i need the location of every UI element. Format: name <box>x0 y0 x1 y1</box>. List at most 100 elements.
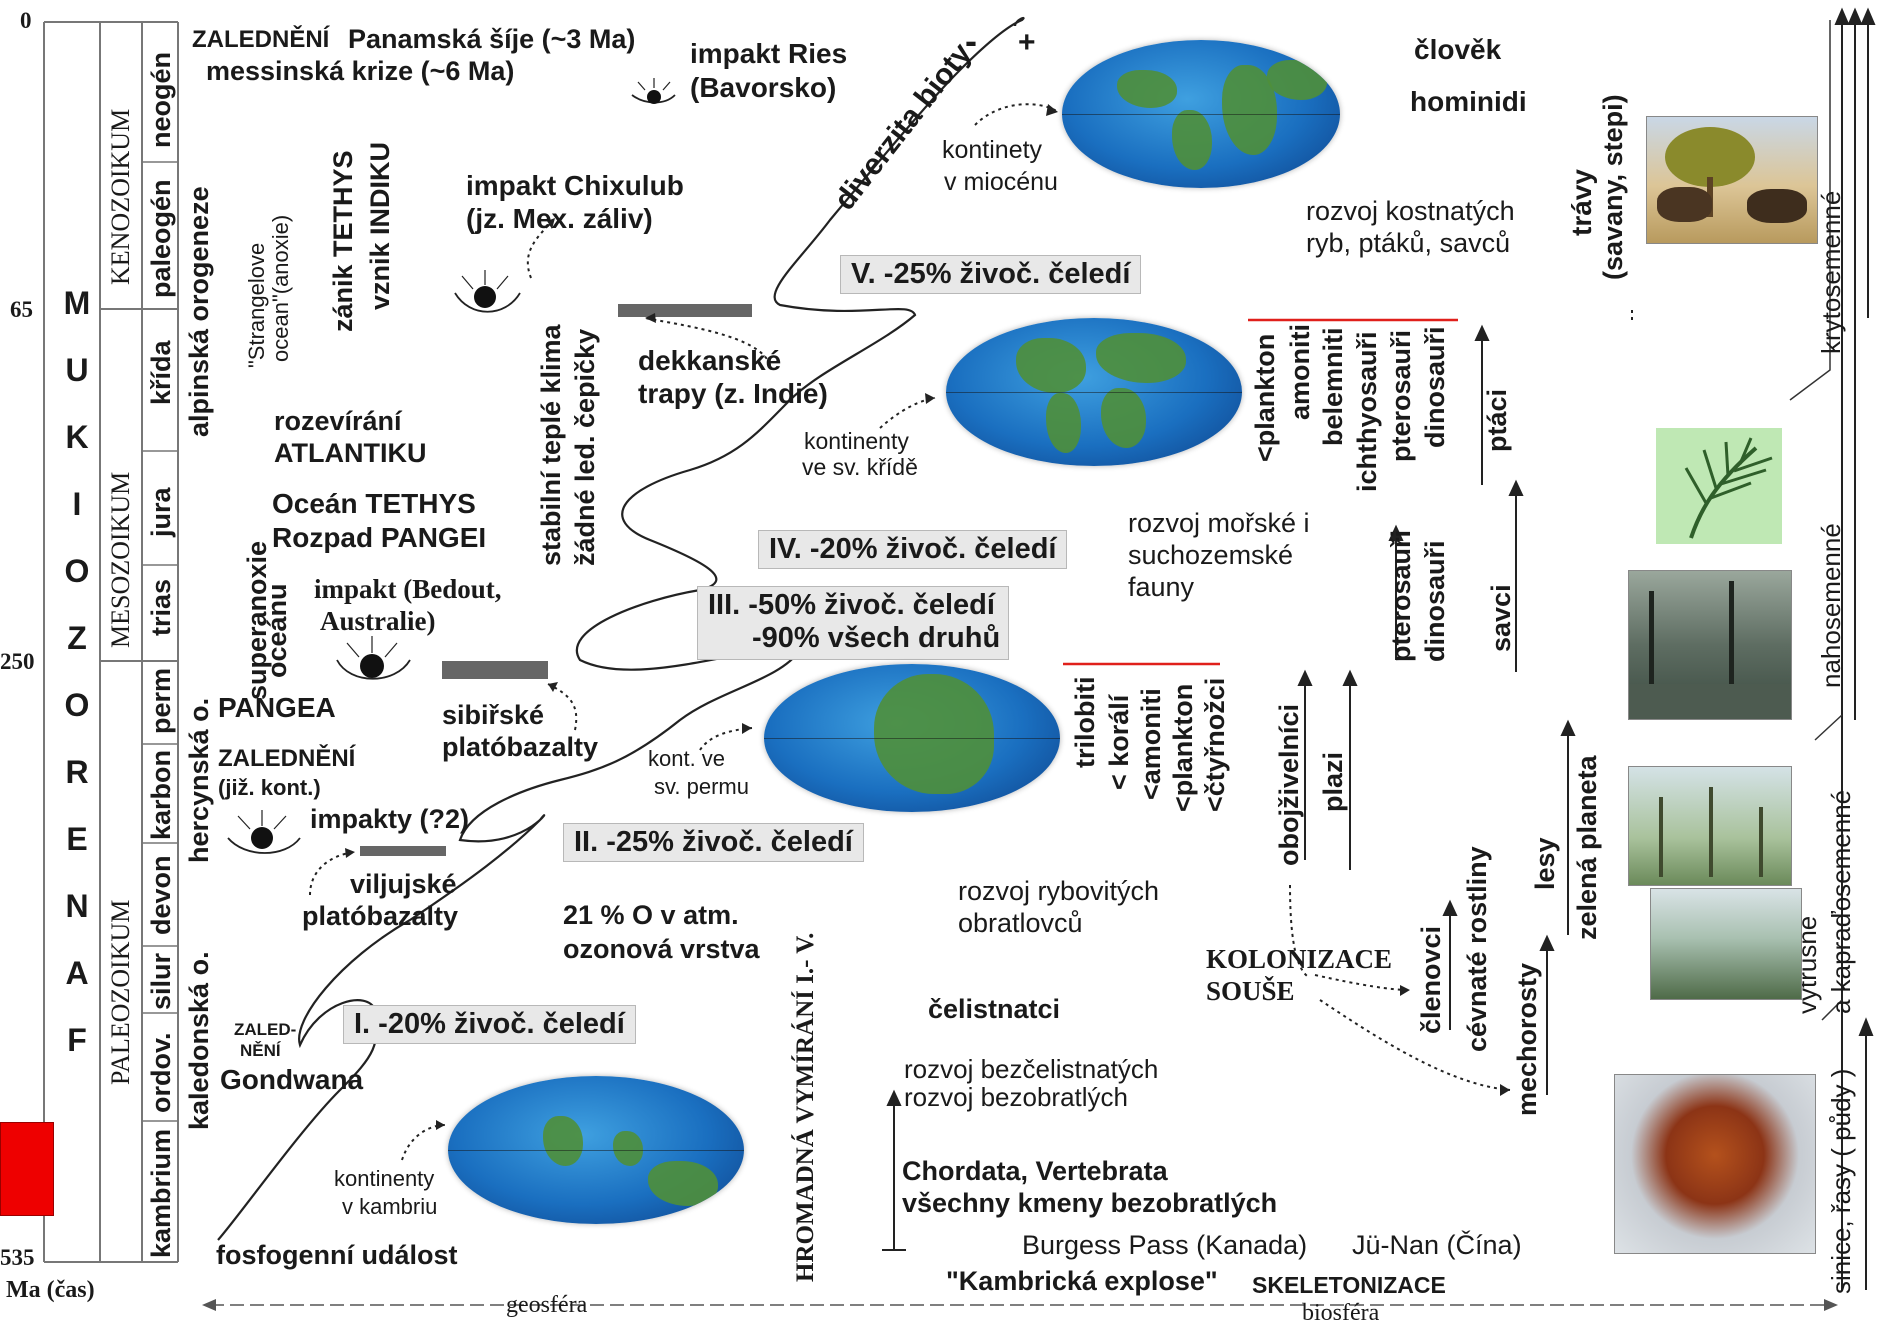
strangelove-label: "Strangelove <box>244 242 269 368</box>
diversity-minus: - <box>965 20 977 61</box>
period-silur: silur <box>146 952 176 1010</box>
extinction-iii-species: -90% všech druhů <box>752 622 1001 654</box>
eon-letter: R <box>65 754 89 790</box>
era-mesozoikum: MESOZOIKUM <box>106 471 135 648</box>
early-plants-image <box>1650 888 1802 1000</box>
fish-vertebrates-label: rozvoj rybovitých <box>958 876 1160 906</box>
extinction-v-box: V. -25% živoč. čeledí <box>840 255 1142 294</box>
pangea-breakup-label: Rozpad PANGEI <box>272 522 487 553</box>
extinct-plankton-paleo: <plankton <box>1168 683 1198 812</box>
gondwana-label: Gondwana <box>220 1064 364 1095</box>
extinct-belemnites: belemniti <box>1318 327 1348 446</box>
pangea-label: PANGEA <box>218 692 336 723</box>
stable-climate-label: stabilní teplé klima <box>536 324 566 566</box>
birds-mammals-label: ryb, ptáků, savců <box>1306 228 1511 258</box>
burgess-pass-label: Burgess Pass (Kanada) <box>1022 1230 1308 1260</box>
cyanobacteria-label: sinice, řasy ( půdy ) <box>1826 1068 1856 1294</box>
extinct-plankton-meso: <plankton <box>1250 333 1280 462</box>
hominids-label: hominidi <box>1410 86 1527 117</box>
viljuj-label: viljujské <box>350 869 457 899</box>
deccan-traps-label: trapy (z. Indie) <box>638 378 828 409</box>
tethys-ocean-label: Oceán TETHYS <box>272 488 476 519</box>
orogeny-alpine: alpinská orogeneze <box>184 186 214 437</box>
globe-miocene-caption-2: v miocénu <box>944 168 1058 196</box>
geosphere-label: geosféra <box>506 1292 588 1318</box>
globe-cambrian-caption-2: v kambriu <box>342 1194 438 1219</box>
ries-region-label: (Bavorsko) <box>690 72 837 103</box>
impacts-label: impakty (?2) <box>310 804 470 834</box>
viljuj-basalts-label: platóbazalty <box>302 901 459 931</box>
orogeny-caledonian: kaledonská o. <box>184 951 214 1130</box>
eon-letter: O <box>64 687 90 723</box>
savanna-label: (savany, stepi) <box>1598 94 1628 280</box>
globe-miocene <box>1062 40 1340 188</box>
eon-letter: I <box>72 486 82 522</box>
human-label: člověk <box>1414 34 1502 65</box>
gymnosperm-landscape-image <box>1628 570 1792 720</box>
angiosperms-label: krytosemenné <box>1816 190 1846 354</box>
extinct-pterosaurs: pterosauři <box>1386 329 1416 462</box>
period-karbon: karbon <box>146 749 176 840</box>
period-kambrium: kambrium <box>146 1128 176 1258</box>
diversity-plus: + <box>1018 26 1036 59</box>
tick-250: 250 <box>0 649 35 674</box>
period-neogen: neogén <box>146 51 176 148</box>
eon-letter: Z <box>67 620 87 656</box>
eon-letter: F <box>67 1022 87 1058</box>
pterosaurs-label: pterosauři <box>1386 529 1416 662</box>
tethys-end-label: zánik TETHYS <box>328 150 358 332</box>
extinct-ammonites: amoniti <box>1285 323 1315 420</box>
ordovician-glaciation-label: ZALED- <box>234 1020 297 1039</box>
extinction-iv-box: IV. -20% živoč. čeledí <box>758 530 1068 569</box>
bony-fish-label: rozvoj kostnatých <box>1306 196 1515 226</box>
forests-label: lesy <box>1530 837 1560 890</box>
eon-letter: U <box>65 352 89 388</box>
dinosaurs-label: dinosauři <box>1420 540 1450 662</box>
bedout-impact-label: impakt (Bedout, <box>314 574 502 604</box>
period-ordov: ordov. <box>146 1032 176 1114</box>
fern-frond-image <box>1656 428 1782 544</box>
period-devon: devon <box>146 855 176 935</box>
phosphogenic-event-label: fosfogenní událost <box>216 1240 458 1270</box>
chicxulub-region-label: (jz. Mex. záliv) <box>466 203 653 234</box>
invertebrates-label: rozvoj bezobratlých <box>904 1082 1128 1112</box>
gymnosperms-label: nahosemenné <box>1816 523 1846 688</box>
seed-ferns-label: a kapraďosemenné <box>1826 789 1856 1014</box>
globe-cambrian-caption: kontinenty <box>334 1166 435 1191</box>
tick-0: 0 <box>20 8 32 33</box>
extinct-tetrapods: <čtyřnožci <box>1200 677 1230 812</box>
carboniferous-forest-image <box>1628 766 1792 886</box>
cambrian-marker <box>0 1122 54 1216</box>
era-kenozoikum: KENOZOIKUM <box>106 108 135 285</box>
chicxulub-impact-label: impakt Chixulub <box>466 170 684 201</box>
yunnan-label: Jü-Nan (Čína) <box>1352 1230 1522 1260</box>
skeletonization-label: SKELETONIZACE <box>1252 1272 1446 1298</box>
period-trias: trias <box>146 578 176 636</box>
globe-late-permian <box>764 664 1060 812</box>
atlantic-label: ATLANTIKU <box>274 438 427 468</box>
vascular-plants-label: cévnaté rostliny <box>1462 846 1492 1052</box>
indik-origin-label: vznik INDIKU <box>365 141 395 310</box>
reptiles-label: plazi <box>1318 751 1348 812</box>
eon-letter: M <box>63 285 91 321</box>
period-paleogen: paleogén <box>146 179 176 298</box>
deccan-label: dekkanské <box>638 345 782 376</box>
orogeny-hercynian: hercynská o. <box>184 697 214 863</box>
period-krida: křída <box>146 340 176 405</box>
extinct-ammonites-paleo: <amoniti <box>1136 688 1166 800</box>
eon-letter: K <box>65 419 89 455</box>
panama-label: Panamská šíje (~3 Ma) <box>348 24 636 54</box>
atlantic-opening-label: rozevírání <box>274 406 402 436</box>
globe-cambrian <box>448 1076 744 1224</box>
eon-letter: E <box>66 821 88 857</box>
all-phyla-label: všechny kmeny bezobratlých <box>902 1188 1278 1218</box>
terrestrial-fauna-label: suchozemské <box>1128 540 1294 570</box>
bryophytes-label: mechorosty <box>1512 962 1542 1116</box>
gnathostomes-label: čelistnatci <box>928 994 1061 1024</box>
amphibians-label: obojživelníci <box>1274 703 1304 866</box>
extinct-dinosaurs: dinosauři <box>1420 326 1450 448</box>
grasses-label: trávy <box>1566 169 1597 236</box>
globe-permian-caption: kont. ve <box>648 746 726 771</box>
globe-permian-caption-2: sv. permu <box>654 774 749 799</box>
